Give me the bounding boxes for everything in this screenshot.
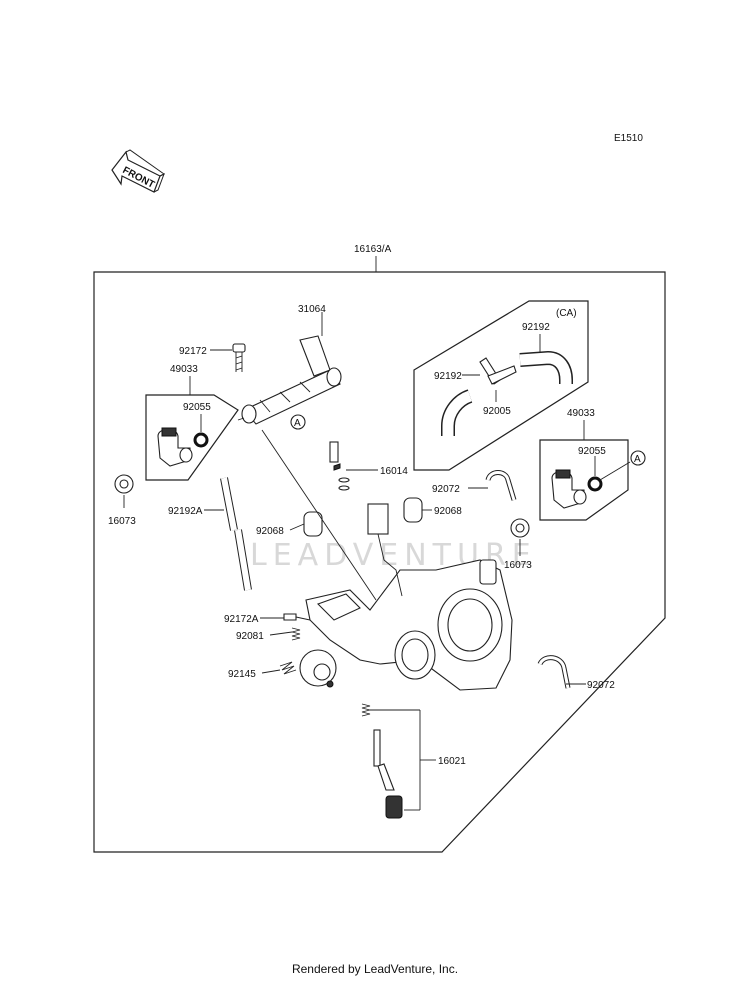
- throttle-body: [305, 503, 513, 691]
- clamp-92072-bottom: [537, 655, 571, 689]
- label-16073-right: 16073: [504, 560, 532, 571]
- diagram-code: E1510: [614, 133, 643, 144]
- screw-92172: [232, 343, 246, 372]
- cap-left: [114, 474, 134, 494]
- label-92055-left: 92055: [183, 402, 211, 413]
- label-92068-left: 92068: [256, 526, 284, 537]
- label-16021: 16021: [438, 756, 466, 767]
- ca-label: (CA): [556, 308, 577, 319]
- fuel-delivery-pipe: [241, 335, 342, 425]
- spring-92081: [291, 627, 301, 641]
- cap-92068-right: [403, 497, 423, 523]
- sensor-16014: [329, 441, 350, 491]
- injector-box-left: [145, 394, 239, 481]
- sensor-16021: [361, 703, 403, 819]
- label-31064: 31064: [298, 304, 326, 315]
- front-arrow-icon: FRONT: [111, 149, 165, 193]
- hose-92192-lower: [441, 389, 473, 436]
- footer-credit: Rendered by LeadVenture, Inc.: [291, 962, 459, 976]
- spring-92145: [279, 661, 297, 675]
- injector-right: [551, 469, 587, 509]
- label-92081: 92081: [236, 631, 264, 642]
- assembly-frame: [93, 271, 666, 853]
- label-92192a: 92192A: [168, 506, 203, 517]
- injector-box-right: [539, 439, 629, 521]
- label-92172: 92172: [179, 346, 207, 357]
- ca-kit-box: [413, 300, 589, 471]
- svg-text:A: A: [294, 418, 301, 429]
- throttle-pulley: [299, 649, 337, 688]
- hose-92192a: [220, 477, 252, 591]
- label-92072-bottom: 92072: [587, 680, 615, 691]
- tee-fitting-92005: [479, 357, 517, 385]
- label-92068-right: 92068: [434, 506, 462, 517]
- o-ring-left: [193, 432, 209, 448]
- label-49033-right: 49033: [567, 408, 595, 419]
- label-16014: 16014: [380, 466, 408, 477]
- svg-text:A: A: [634, 454, 641, 465]
- label-92145: 92145: [228, 669, 256, 680]
- label-49033-left: 49033: [170, 364, 198, 375]
- label-92055-right: 92055: [578, 446, 606, 457]
- injector-left: [157, 427, 193, 467]
- label-92072-top: 92072: [432, 484, 460, 495]
- label-16073-left: 16073: [108, 516, 136, 527]
- label-92192-lower: 92192: [434, 371, 462, 382]
- o-ring-right: [587, 476, 603, 492]
- label-92192-upper: 92192: [522, 322, 550, 333]
- ref-mark-a-2: A: [630, 450, 646, 466]
- cap-right: [510, 518, 530, 538]
- assembly-label: 16163/A: [354, 244, 392, 255]
- clamp-92072-top: [485, 470, 517, 501]
- screw-92172a: [283, 613, 311, 621]
- hose-92192-upper: [519, 350, 573, 384]
- ref-mark-a-1: A: [290, 414, 306, 430]
- leader-lines: [123, 312, 631, 811]
- label-92005: 92005: [483, 406, 511, 417]
- label-92172a: 92172A: [224, 614, 259, 625]
